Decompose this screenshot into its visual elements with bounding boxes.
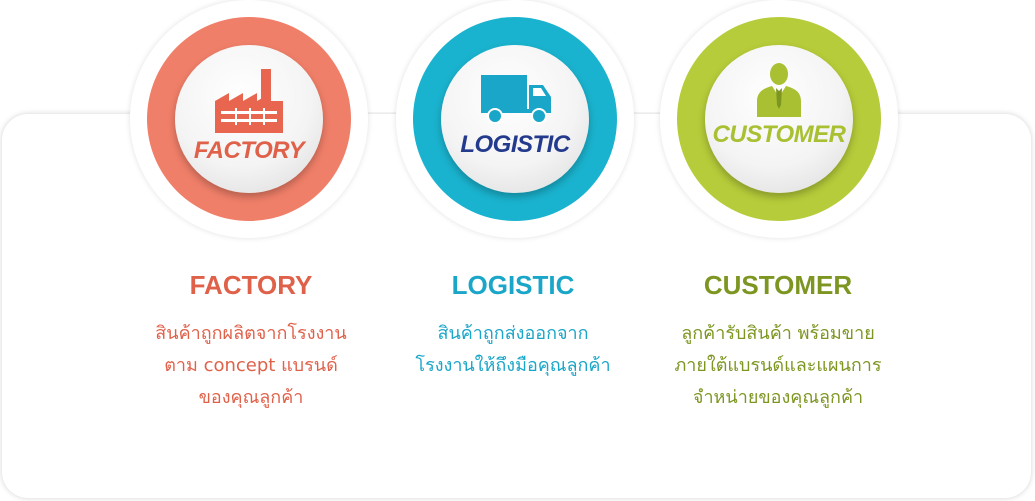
factory-title: FACTORY <box>189 270 313 300</box>
factory-icon <box>215 69 283 133</box>
logistic-desc-line: โรงงานให้ถึงมือคุณลูกค้า <box>415 355 611 376</box>
logistic-ring: LOGISTIC <box>413 17 617 221</box>
logistic-title: LOGISTIC <box>451 270 575 300</box>
logistic-circle: LOGISTIC <box>396 0 634 238</box>
factory-desc-line: สินค้าถูกผลิตจากโรงงาน <box>155 323 347 344</box>
customer-title: CUSTOMER <box>703 270 853 300</box>
factory-ring: FACTORY <box>147 17 351 221</box>
customer-desc-line: จำหน่ายของคุณลูกค้า <box>692 387 864 408</box>
factory-description: สินค้าถูกผลิตจากโรงงาน ตาม concept แบรนด… <box>101 318 401 414</box>
logistic-badge: LOGISTIC <box>441 45 589 193</box>
logistic-badge-label: LOGISTIC <box>460 131 570 158</box>
factory-badge-label: FACTORY <box>193 137 305 164</box>
customer-badge-label: CUSTOMER <box>712 121 846 148</box>
factory-circle: FACTORY <box>130 0 368 238</box>
customer-desc-line: ลูกค้ารับสินค้า พร้อมขาย <box>681 323 875 344</box>
customer-desc-line: ภายใต้แบรนด์และแผนการ <box>674 355 882 376</box>
factory-desc-line: ตาม concept แบรนด์ <box>164 355 338 376</box>
factory-badge: FACTORY <box>175 45 323 193</box>
businessman-icon <box>757 63 801 117</box>
customer-ring: CUSTOMER <box>677 17 881 221</box>
customer-circle: CUSTOMER <box>660 0 898 238</box>
customer-description: ลูกค้ารับสินค้า พร้อมขาย ภายใต้แบรนด์และ… <box>628 318 928 414</box>
logistic-desc-line: สินค้าถูกส่งออกจาก <box>437 323 589 344</box>
truck-icon <box>481 75 551 124</box>
logistic-description: สินค้าถูกส่งออกจาก โรงงานให้ถึงมือคุณลูก… <box>363 318 663 382</box>
customer-badge: CUSTOMER <box>705 45 853 193</box>
factory-desc-line: ของคุณลูกค้า <box>198 387 304 408</box>
